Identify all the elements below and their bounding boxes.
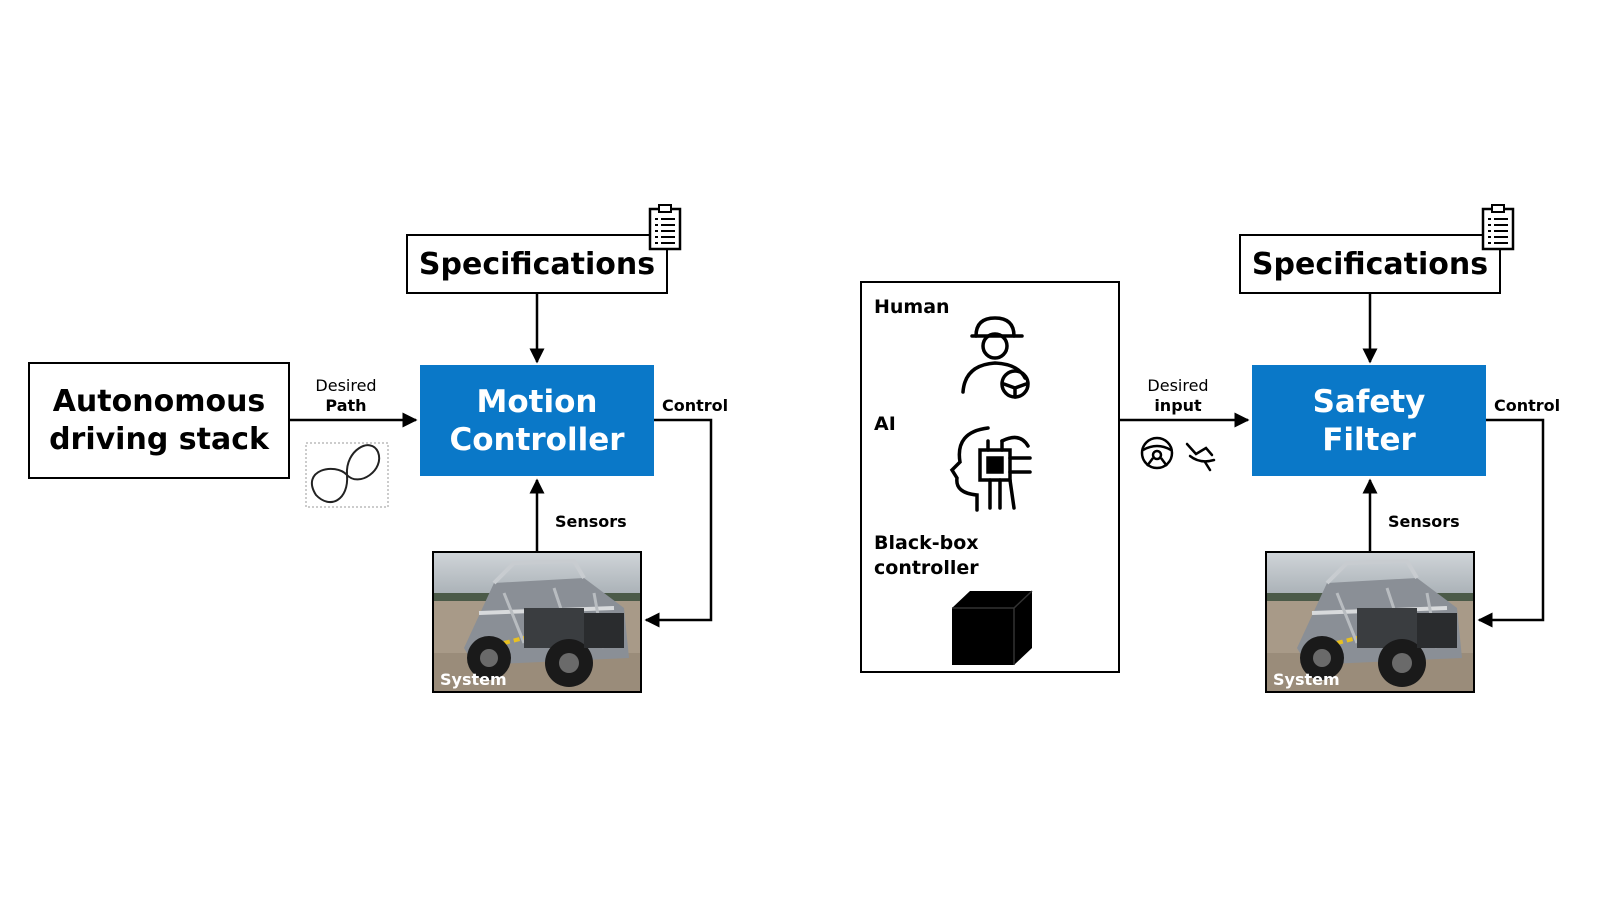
right-desired-input-label: Desired input — [1138, 376, 1218, 416]
left-system-label: System — [440, 670, 507, 689]
clipboard-icon — [648, 204, 682, 251]
left-sensors-label: Sensors — [555, 512, 627, 531]
clipboard-icon — [1481, 204, 1515, 251]
vehicle-photo-illustration — [1267, 553, 1473, 691]
ads-line-1: Autonomous — [52, 383, 266, 419]
left-system-photo: System — [432, 551, 642, 693]
right-specifications-label: Specifications — [1251, 246, 1489, 282]
pedal-icon — [1185, 442, 1216, 472]
ai-head-icon — [949, 426, 1032, 512]
right-control-label: Control — [1494, 396, 1561, 415]
right-specifications-box: Specifications — [1239, 234, 1501, 294]
left-desired-path-label: Desired Path — [306, 376, 386, 416]
human-driver-icon — [961, 316, 1030, 399]
safety-filter-line-2: Filter — [1322, 421, 1416, 458]
black-box-icon — [952, 590, 1033, 665]
motion-controller-line-2: Controller — [449, 421, 625, 458]
left-control-arrow — [644, 418, 713, 628]
human-label: Human — [874, 296, 950, 318]
blackbox-label: Black-box controller — [874, 531, 979, 581]
right-input-label: input — [1154, 396, 1202, 415]
ai-label: AI — [874, 413, 896, 435]
safety-filter-line-1: Safety — [1312, 383, 1426, 420]
left-control-label: Control — [662, 396, 729, 415]
motion-controller-line-1: Motion — [476, 383, 598, 420]
right-system-photo: System — [1265, 551, 1475, 693]
ads-line-2: driving stack — [49, 421, 269, 457]
autonomous-driving-stack-box: Autonomous driving stack — [28, 362, 290, 479]
safety-filter-box: Safety Filter — [1252, 365, 1486, 476]
left-path-label: Path — [325, 396, 367, 415]
right-desired-label: Desired — [1147, 376, 1209, 395]
blackbox-line-1: Black-box — [874, 532, 979, 554]
steering-wheel-icon — [1140, 436, 1174, 470]
vehicle-photo-illustration — [434, 553, 640, 691]
right-system-label: System — [1273, 670, 1340, 689]
left-specifications-label: Specifications — [418, 246, 656, 282]
left-specifications-box: Specifications — [406, 234, 668, 294]
figure-eight-path-icon — [305, 442, 389, 508]
left-desired-label: Desired — [315, 376, 377, 395]
blackbox-line-2: controller — [874, 557, 979, 579]
motion-controller-box: Motion Controller — [420, 365, 654, 476]
right-sensors-label: Sensors — [1388, 512, 1460, 531]
right-control-arrow — [1477, 418, 1545, 628]
